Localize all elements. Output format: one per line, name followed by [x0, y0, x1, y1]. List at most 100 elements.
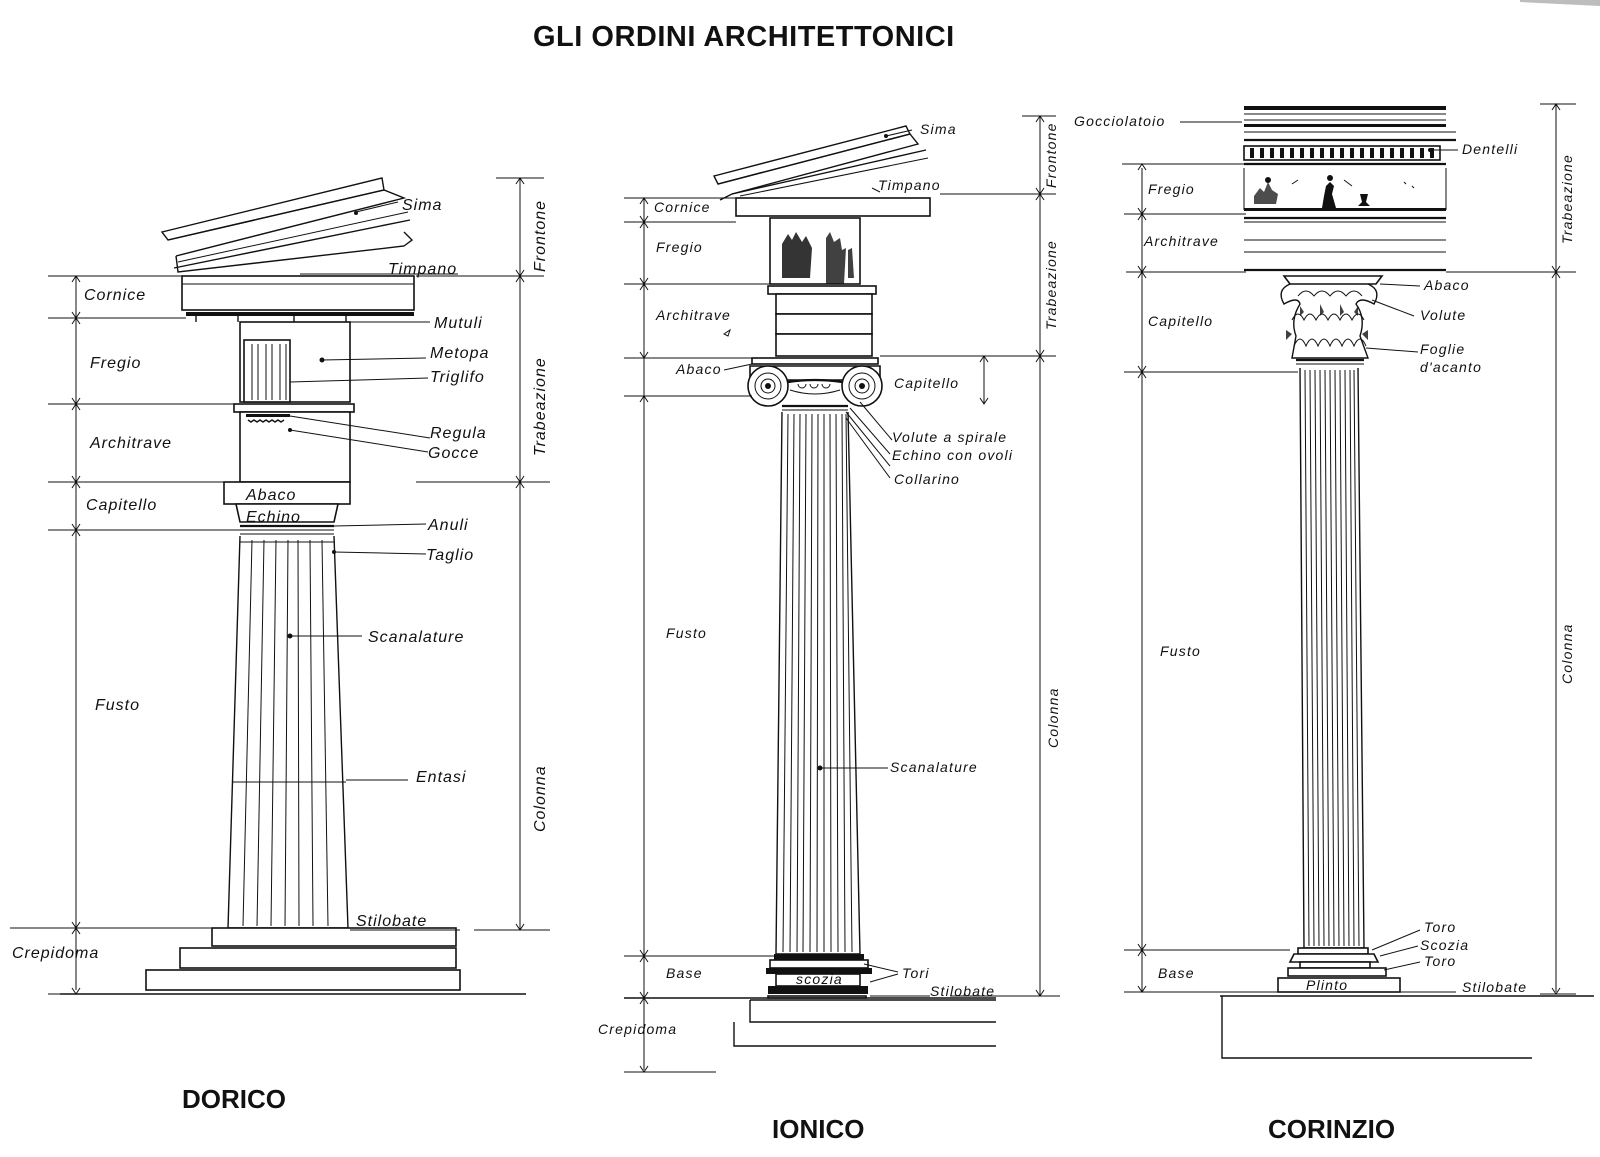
- diagram-title: GLI ORDINI ARCHITETTONICI: [533, 21, 955, 53]
- dentils: [1243, 145, 1441, 161]
- doric-pediment: [160, 177, 414, 273]
- ionic-label-fusto: Fusto: [666, 625, 707, 641]
- ionic-label-echino: Echino con ovoli: [892, 447, 1013, 463]
- corinthian-right-dimension: [1446, 103, 1576, 995]
- doric-label-colonna: Colonna: [532, 765, 549, 832]
- ionic-label-architrave: Architrave: [655, 307, 731, 323]
- ionic-abaco-leader: [723, 363, 753, 371]
- doric-label-triglifo: Triglifo: [430, 369, 485, 386]
- corinthian-label-fusto: Fusto: [1160, 643, 1201, 659]
- doric-right-dimension: [416, 177, 550, 931]
- ionic-label-sima: Sima: [920, 121, 957, 137]
- doric-label-trabeazione: Trabeazione: [532, 357, 549, 456]
- doric-crepidoma: [60, 927, 526, 995]
- ionic-label-crepidoma: Crepidoma: [598, 1021, 677, 1037]
- ionic-label-fregio: Fregio: [656, 239, 703, 255]
- corinthian-label-acanto: d'acanto: [1420, 359, 1482, 375]
- ionic-label-tori: Tori: [902, 965, 930, 981]
- doric-label-metopa: Metopa: [430, 345, 489, 362]
- ionic-right-dimension: [880, 115, 1060, 997]
- corinthian-architrave: [1244, 216, 1446, 272]
- doric-label-regula: Regula: [430, 425, 487, 442]
- ionic-label-colonna: Colonna: [1045, 687, 1061, 748]
- doric-label-crepidoma: Crepidoma: [12, 945, 99, 962]
- corinthian-left-dimension: [1122, 163, 1298, 993]
- ionic-label-scanalature: Scanalature: [890, 759, 978, 775]
- doric-label-fusto: Fusto: [95, 697, 140, 714]
- ionic-order-name: IONICO: [772, 1114, 864, 1144]
- ionic-label-stilobate: Stilobate: [930, 983, 995, 999]
- ionic-label-cornice: Cornice: [654, 199, 711, 215]
- corinthian-shaft: [1299, 367, 1365, 949]
- doric-label-stilobate: Stilobate: [356, 913, 427, 930]
- corinthian-base: [1277, 947, 1401, 993]
- corinthian-callout-lines: [1180, 121, 1458, 993]
- triglyph: [243, 339, 291, 403]
- corinthian-label-gocciolatoio: Gocciolatoio: [1074, 113, 1165, 129]
- ionic-label-abaco: Abaco: [675, 361, 722, 377]
- ionic-architrave-mark: [723, 328, 731, 337]
- doric-left-dimension: [10, 275, 240, 995]
- doric-label-gocce: Gocce: [428, 445, 479, 462]
- corinthian-label-dentelli: Dentelli: [1462, 141, 1518, 157]
- doric-label-fregio: Fregio: [90, 355, 141, 372]
- doric-label-echino: Echino: [246, 509, 301, 526]
- doric-capital: [223, 481, 351, 543]
- ionic-frieze: [769, 217, 861, 285]
- ionic-label-trabeazione: Trabeazione: [1043, 240, 1059, 330]
- ionic-label-volute: Volute a spirale: [892, 429, 1007, 445]
- corinthian-label-stilobate: Stilobate: [1462, 979, 1527, 995]
- corinthian-order: Fregio Architrave Capitello Fusto Base G…: [1074, 103, 1594, 1144]
- ionic-pediment: [712, 125, 931, 217]
- doric-label-architrave: Architrave: [89, 435, 172, 452]
- doric-label-anuli: Anuli: [427, 517, 469, 534]
- corinthian-label-base: Base: [1158, 965, 1195, 981]
- doric-cornice: [181, 275, 415, 322]
- corinthian-label-trabeazione: Trabeazione: [1559, 154, 1575, 244]
- ionic-order: Cornice Fregio Architrave Abaco Fusto Ba…: [598, 115, 1061, 1144]
- corinthian-label-volute: Volute: [1420, 307, 1466, 323]
- corinthian-label-colonna: Colonna: [1559, 623, 1575, 684]
- ionic-label-frontone: Frontone: [1043, 122, 1059, 188]
- corinthian-order-name: CORINZIO: [1268, 1114, 1395, 1144]
- corinthian-cornice: [1243, 106, 1456, 166]
- ionic-shaft: [775, 411, 861, 955]
- scan-corner-shadow: [1520, 0, 1600, 6]
- ionic-label-timpano: Timpano: [878, 177, 941, 193]
- doric-label-capitello: Capitello: [86, 497, 157, 514]
- ionic-crepidoma: [624, 995, 996, 1047]
- doric-label-mutuli: Mutuli: [434, 315, 483, 332]
- ionic-architrave: [767, 285, 877, 357]
- doric-order: Cornice Fregio Architrave Capitello Fust…: [10, 177, 550, 1114]
- doric-label-frontone: Frontone: [532, 200, 549, 272]
- corinthian-label-architrave: Architrave: [1143, 233, 1219, 249]
- doric-shaft: [227, 535, 349, 929]
- doric-label-entasi: Entasi: [416, 769, 466, 786]
- doric-frieze: [239, 321, 351, 403]
- doric-label-abaco: Abaco: [245, 487, 296, 504]
- ionic-label-base: Base: [666, 965, 703, 981]
- ionic-capital: [747, 357, 883, 411]
- corinthian-label-toro-upper: Toro: [1424, 919, 1456, 935]
- corinthian-label-capitello: Capitello: [1148, 313, 1213, 329]
- corinthian-podium: [1220, 995, 1594, 1059]
- corinthian-label-toro-lower: Toro: [1424, 953, 1456, 969]
- doric-label-timpano: Timpano: [388, 261, 457, 278]
- corinthian-frieze: [1243, 168, 1447, 211]
- ionic-callout-lines: [817, 129, 930, 997]
- corinthian-label-scozia: Scozia: [1420, 937, 1469, 953]
- doric-label-scanalature: Scanalature: [368, 629, 464, 646]
- ionic-label-capitello: Capitello: [894, 375, 959, 391]
- ionic-base: [766, 954, 872, 994]
- ionic-left-dimension: [624, 197, 778, 1073]
- corinthian-label-plinto: Plinto: [1306, 977, 1348, 993]
- corinthian-label-foglie: Foglie: [1420, 341, 1465, 357]
- ionic-label-collarino: Collarino: [894, 471, 960, 487]
- ionic-label-scozia: scozia: [796, 971, 843, 987]
- doric-callout-lines: [287, 201, 460, 931]
- corinthian-label-fregio: Fregio: [1148, 181, 1195, 197]
- doric-label-cornice: Cornice: [84, 287, 146, 304]
- corinthian-capital: [1280, 275, 1384, 365]
